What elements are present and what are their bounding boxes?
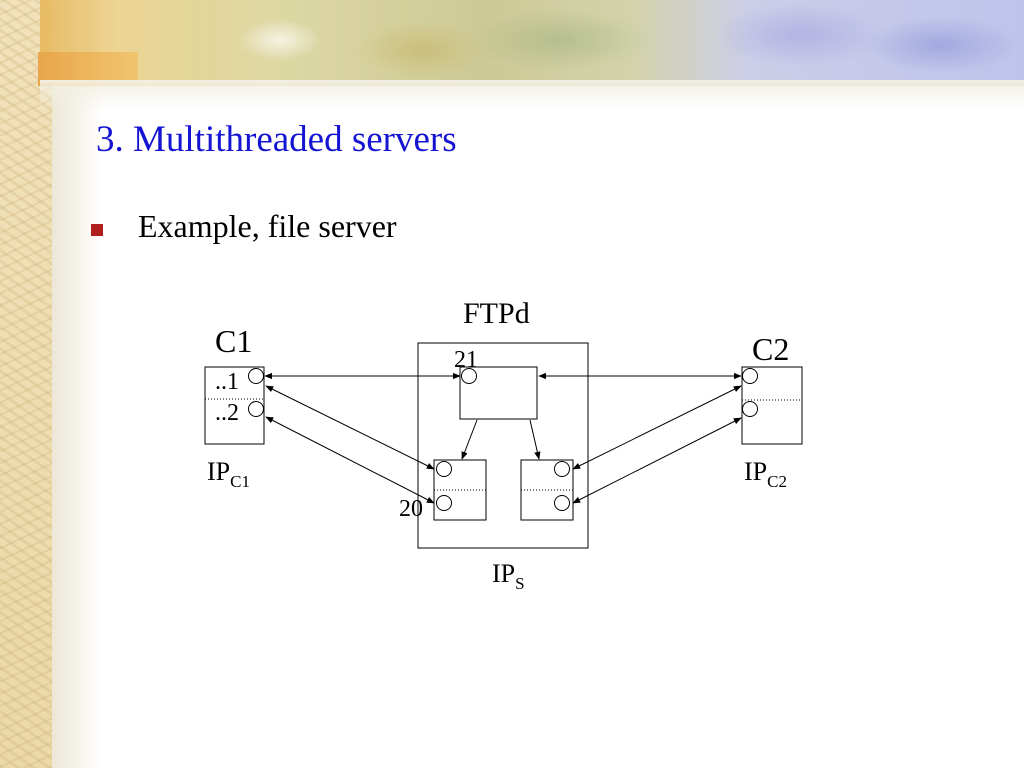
client1-name-label: C1 bbox=[215, 323, 252, 359]
client2-ip-label: IPC2 bbox=[744, 457, 787, 491]
decorative-top-banner bbox=[40, 0, 1024, 86]
decorative-banner-fade bbox=[40, 80, 1024, 110]
decorative-left-strip bbox=[0, 0, 52, 768]
client2-socket-2 bbox=[742, 401, 758, 417]
worker-2-control-socket bbox=[554, 461, 570, 477]
worker-1-data-socket bbox=[436, 495, 452, 511]
spawn-worker-1-arrow bbox=[461, 419, 478, 460]
client1-socket-1 bbox=[248, 368, 264, 384]
client1-conn1-label: ..1 bbox=[215, 369, 239, 395]
worker-2-data-socket bbox=[554, 495, 570, 511]
bullet-square-icon bbox=[91, 224, 103, 236]
client2-socket-1 bbox=[742, 368, 758, 384]
decorative-left-fade bbox=[52, 0, 102, 768]
c1-data-connection bbox=[265, 416, 435, 504]
client1-socket-2 bbox=[248, 401, 264, 417]
client1-ip-label: IPC1 bbox=[207, 457, 250, 491]
worker-1-control-socket bbox=[436, 461, 452, 477]
c2-data-connection bbox=[572, 417, 742, 504]
bullet-text: Example, file server bbox=[138, 208, 397, 244]
client2-name-label: C2 bbox=[752, 331, 789, 367]
c2-worker-control-connection bbox=[572, 385, 742, 470]
control-port-socket bbox=[461, 368, 477, 384]
spawn-worker-2-arrow bbox=[529, 419, 541, 460]
data-port-label: 20 bbox=[399, 496, 423, 522]
server-ip-label: IPS bbox=[492, 559, 525, 593]
c1-worker-control-connection bbox=[265, 385, 435, 470]
server-name-label: FTPd bbox=[463, 297, 530, 330]
client1-conn2-label: ..2 bbox=[215, 400, 239, 426]
slide-title: 3. Multithreaded servers bbox=[96, 119, 457, 160]
